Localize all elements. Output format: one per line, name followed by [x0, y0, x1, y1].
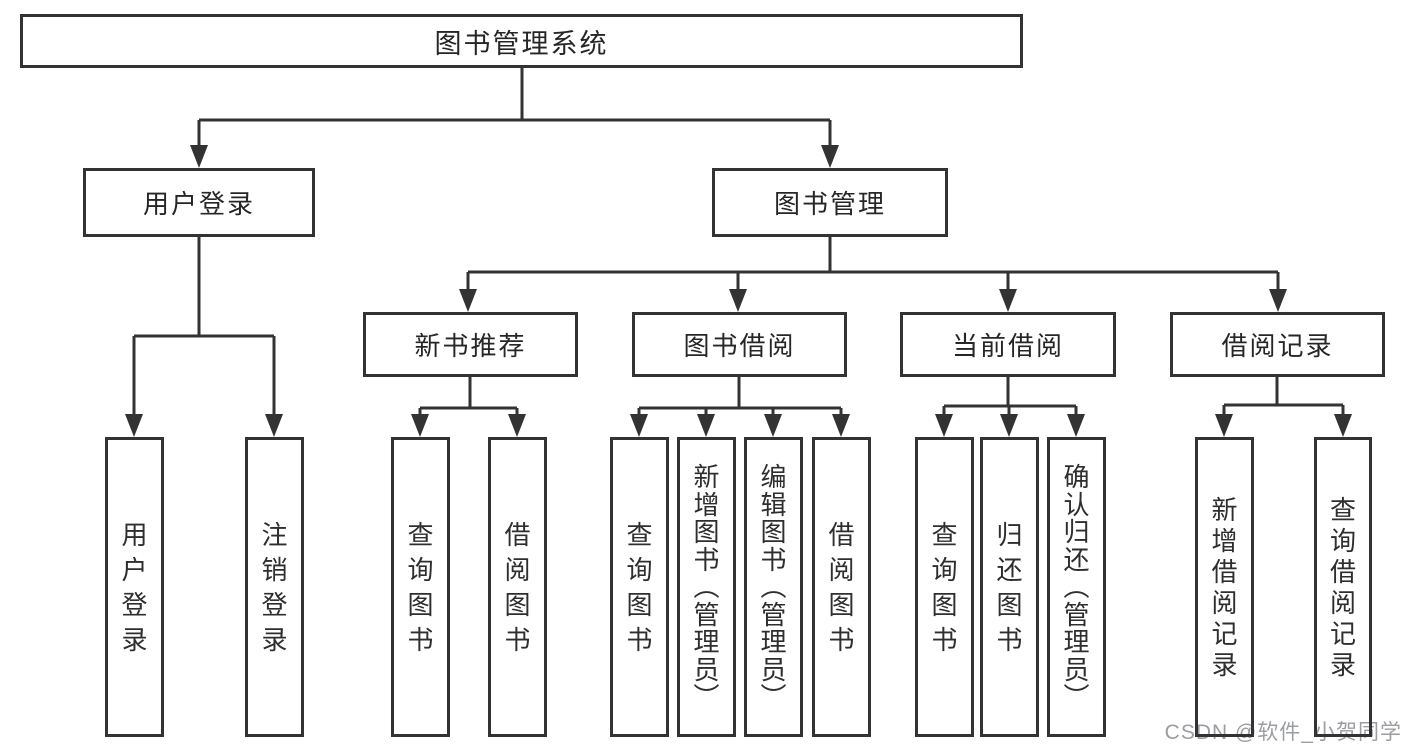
connector-user-login-to-leaves [132, 237, 276, 418]
node-borrow-records: 借阅记录 [1170, 312, 1385, 377]
leaf-add-borrow-record: 新增借阅记录 [1195, 437, 1254, 737]
node-label: 归还图书 [996, 519, 1023, 655]
leaf-query-books-1: 查询图书 [391, 437, 450, 737]
node-label: 用户登录 [121, 519, 148, 655]
arrow-down-icon [999, 289, 1017, 312]
node-label: 查询借阅记录 [1329, 494, 1356, 680]
leaf-confirm-return-admin: 确认归还︵管理员︶ [1047, 437, 1106, 737]
node-label: 确认归还︵管理员︶ [1063, 462, 1090, 712]
arrow-down-icon [764, 414, 782, 437]
node-label: 新增图书︵管理员︶ [693, 462, 720, 712]
leaf-user-login: 用户登录 [105, 437, 164, 737]
node-label: 当前借阅 [951, 331, 1064, 361]
arrow-down-icon [508, 414, 526, 437]
leaf-query-books-3: 查询图书 [915, 437, 974, 737]
arrow-down-icon [411, 414, 429, 437]
node-label: 图书管理系统 [434, 28, 609, 59]
arrow-down-icon [190, 145, 208, 168]
leaf-edit-book-admin: 编辑图书︵管理员︶ [744, 437, 803, 737]
node-label: 新增借阅记录 [1211, 494, 1238, 680]
node-label: 借阅图书 [828, 519, 855, 655]
arrow-down-icon [630, 414, 648, 437]
leaf-borrow-books-1: 借阅图书 [488, 437, 547, 737]
leaf-logout: 注销登录 [245, 437, 304, 737]
node-current-borrow: 当前借阅 [900, 312, 1116, 377]
connector-new-book-recommend-to-leaves [418, 377, 519, 418]
connector-borrow-records-to-leaves [1222, 377, 1345, 418]
node-label: 用户登录 [142, 189, 255, 219]
connector-root-to-level2 [197, 68, 832, 150]
node-book-borrow: 图书借阅 [632, 312, 847, 377]
arrow-down-icon [1269, 289, 1287, 312]
node-user-login: 用户登录 [83, 168, 315, 237]
arrow-down-icon [697, 414, 715, 437]
node-library-management-system: 图书管理系统 [20, 14, 1023, 68]
node-new-book-recommend: 新书推荐 [363, 312, 578, 377]
connector-current-borrow-to-leaves [942, 377, 1078, 418]
node-label: 查询图书 [626, 519, 653, 655]
arrow-down-icon [459, 289, 477, 312]
arrow-down-icon [821, 145, 839, 168]
node-label: 查询图书 [407, 519, 434, 655]
csdn-watermark: CSDN @软件_小贺同学 [1164, 721, 1402, 744]
node-label: 借阅记录 [1221, 331, 1334, 361]
arrow-down-icon [1215, 414, 1233, 437]
leaf-add-book-admin: 新增图书︵管理员︶ [677, 437, 736, 737]
arrow-down-icon [265, 414, 283, 437]
connector-book-borrow-to-leaves [637, 377, 843, 418]
arrow-down-icon [832, 414, 850, 437]
node-label: 图书管理 [773, 189, 886, 219]
arrow-down-icon [1000, 414, 1018, 437]
arrow-down-icon [1067, 414, 1085, 437]
connector-book-management-to-level3 [466, 237, 1280, 293]
node-label: 查询图书 [931, 519, 958, 655]
leaf-query-borrow-record: 查询借阅记录 [1314, 437, 1372, 737]
arrow-down-icon [935, 414, 953, 437]
arrow-down-icon [125, 414, 143, 437]
node-book-management: 图书管理 [712, 168, 948, 237]
arrow-down-icon [729, 289, 747, 312]
arrow-down-icon [1334, 414, 1352, 437]
leaf-query-books-2: 查询图书 [610, 437, 669, 737]
node-label: 借阅图书 [504, 519, 531, 655]
node-label: 注销登录 [261, 519, 288, 655]
leaf-borrow-books-2: 借阅图书 [812, 437, 871, 737]
node-label: 新书推荐 [414, 331, 527, 361]
leaf-return-book: 归还图书 [980, 437, 1039, 737]
node-label: 编辑图书︵管理员︶ [760, 462, 787, 712]
node-label: 图书借阅 [683, 331, 796, 361]
